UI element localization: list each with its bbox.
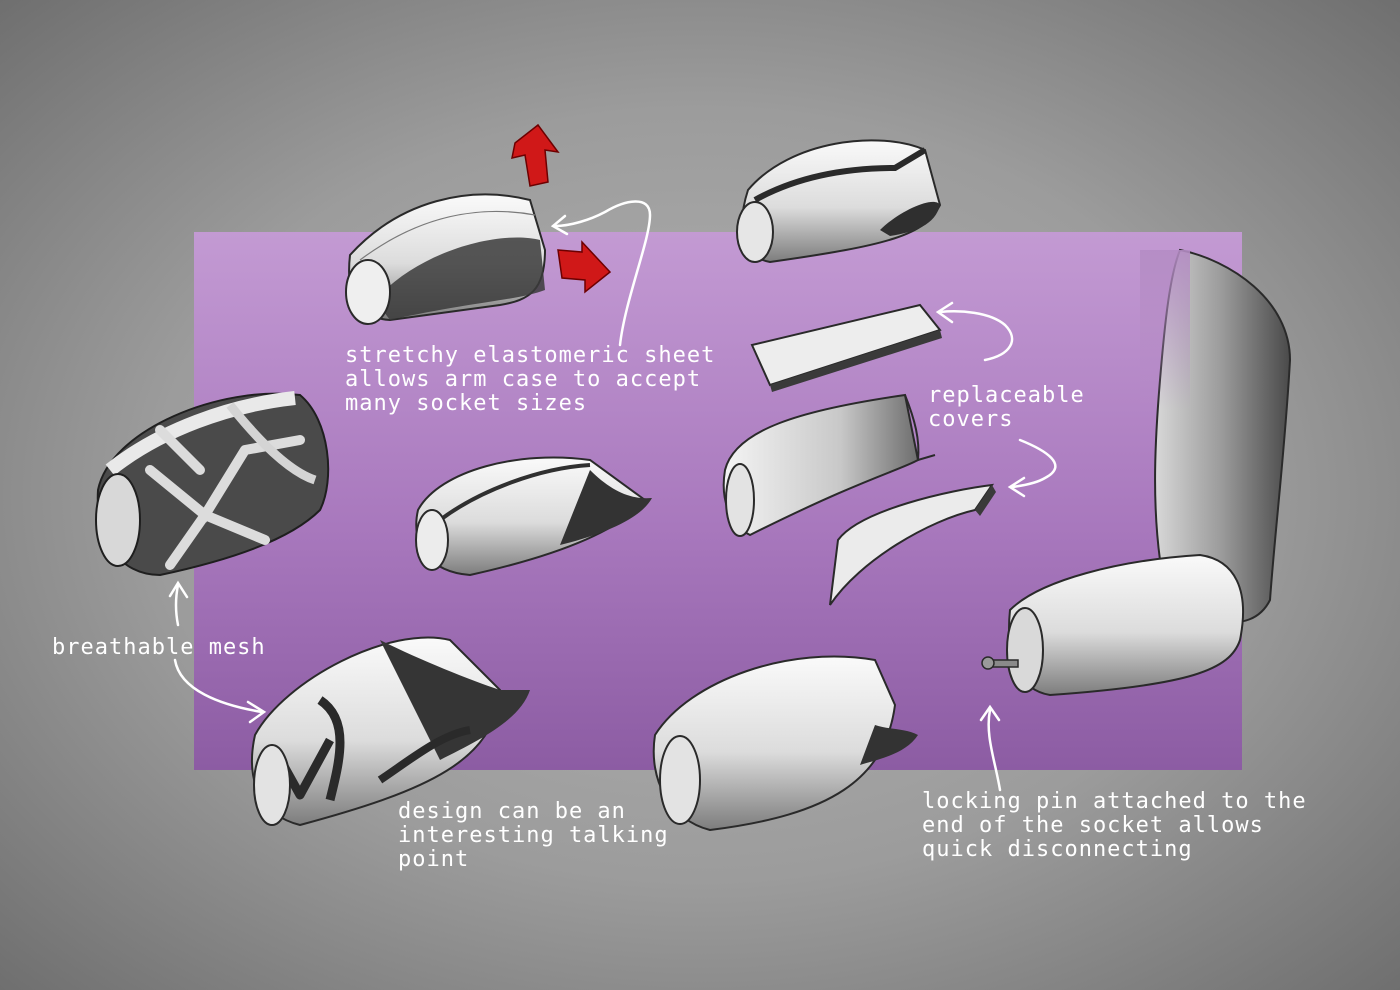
arm-with-socket-sketch: [981, 248, 1292, 697]
basic-shell-case-sketch: [652, 655, 918, 832]
locking-pin-pointer: [987, 708, 1002, 792]
graphic-design-case-sketch: [251, 636, 530, 827]
red-expand-arrow-right-icon: [557, 240, 612, 294]
replaceable-cover-bottom-sketch: [829, 483, 996, 606]
design-talking-point-note: design can be an interesting talking poi…: [398, 799, 669, 872]
breathable-pointer-down: [173, 658, 264, 714]
stretchy-case-sketch: [345, 193, 547, 325]
replaceable-cover-body-sketch: [722, 393, 936, 537]
cover-pointer-top: [938, 310, 1014, 362]
cover-pointer-bottom: [1010, 438, 1057, 489]
stretchy-pointer-arrow: [553, 200, 652, 347]
replaceable-covers-note: replaceable covers: [928, 383, 1085, 432]
breathable-mesh-note: breathable mesh: [52, 635, 266, 660]
stretchy-sheet-note: stretchy elastomeric sheet allows arm ca…: [345, 343, 716, 416]
breathable-pointer-up: [174, 583, 180, 627]
red-expand-arrow-up-icon: [511, 123, 560, 187]
replaceable-cover-top-sketch: [750, 303, 942, 392]
breathable-mesh-case-sketch: [95, 391, 330, 577]
slim-case-sketch: [415, 456, 652, 577]
capsule-case-sketch: [736, 139, 942, 264]
locking-pin-note: locking pin attached to the end of the s…: [922, 789, 1307, 862]
